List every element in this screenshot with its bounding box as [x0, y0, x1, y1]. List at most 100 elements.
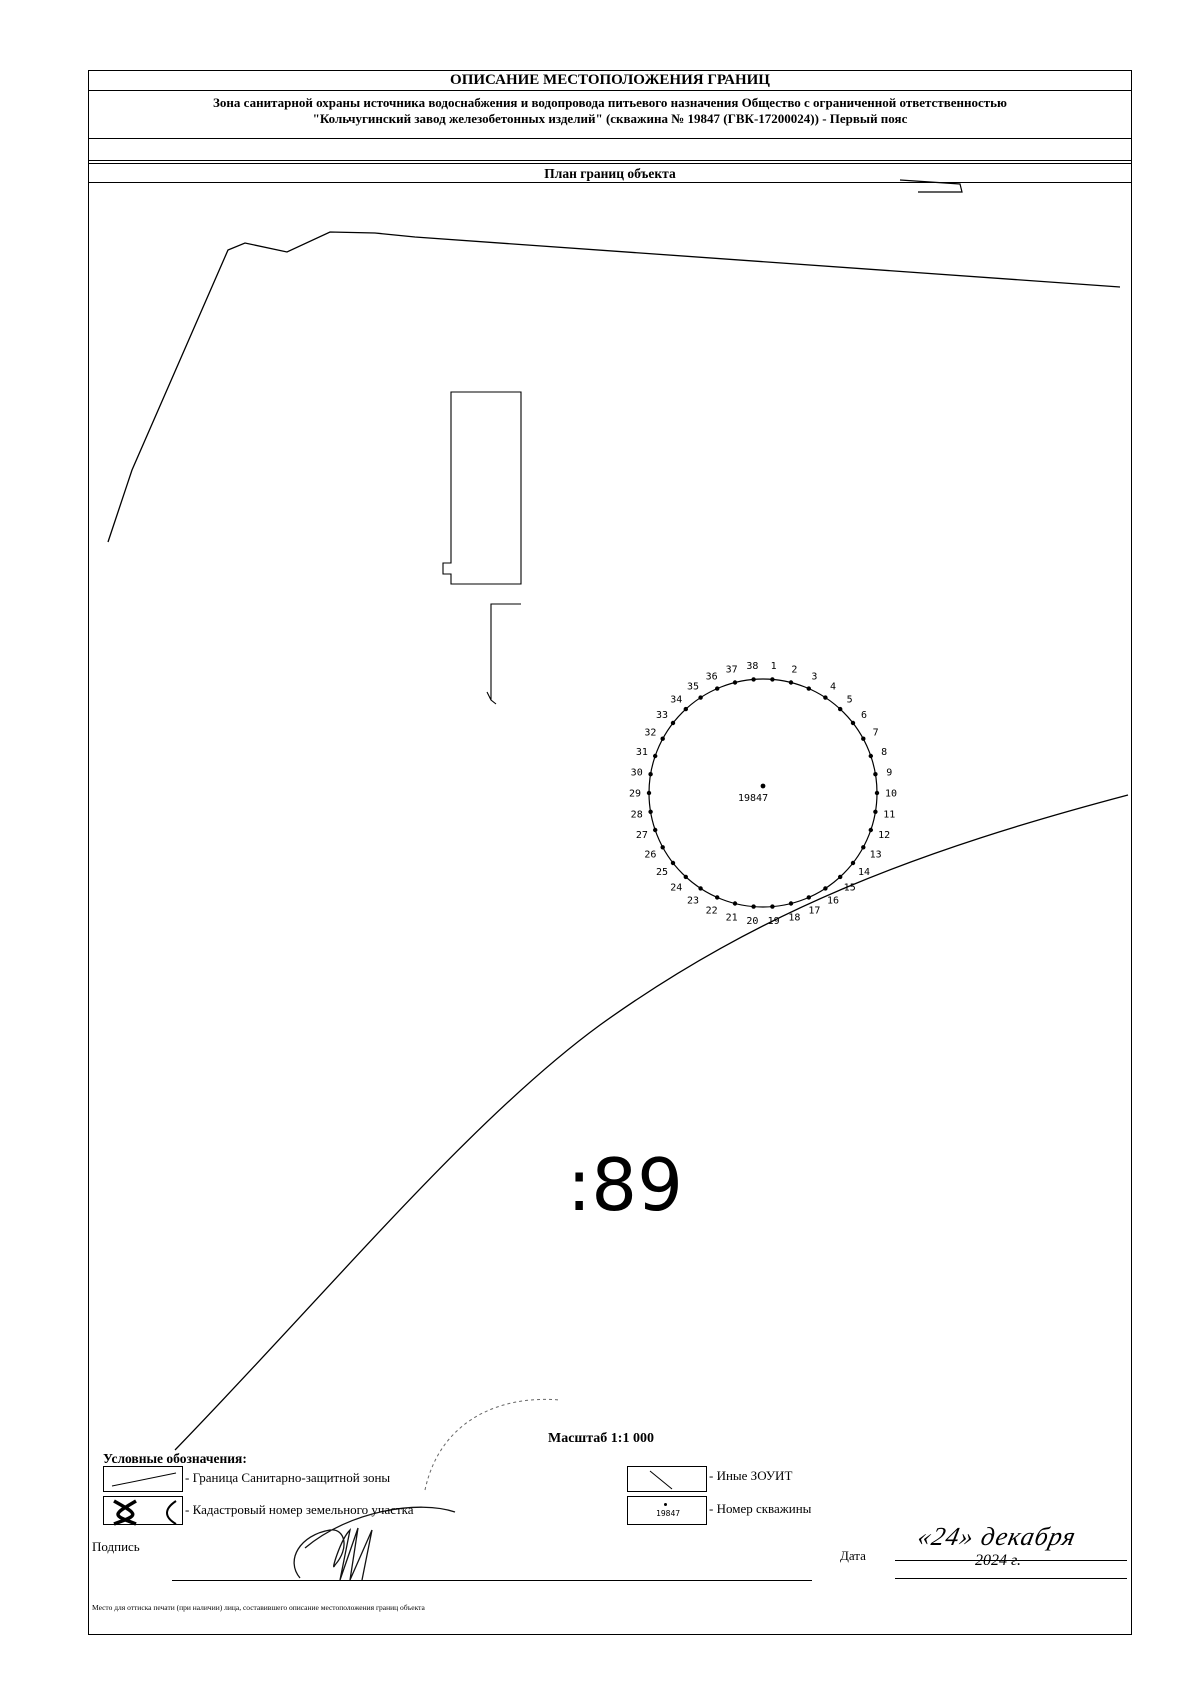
zone-point-marker [698, 886, 703, 891]
legend-cadastral-symbol [103, 1496, 183, 1526]
zone-point-label: 36 [706, 671, 718, 682]
zone-point-label: 5 [847, 694, 853, 705]
stamp-mark [424, 1398, 561, 1491]
zone-point-marker [788, 901, 794, 906]
document-sheet: ОПИСАНИЕ МЕСТОПОЛОЖЕНИЯ ГРАНИЦ Зона сани… [88, 70, 1132, 1635]
handwritten-signature [293, 1506, 456, 1581]
handwritten-date: «24» декабря [915, 1522, 1080, 1551]
zone-point-marker [698, 695, 703, 700]
zone-point-label: 24 [670, 883, 682, 894]
section-title: План границ объекта [89, 163, 1131, 183]
zone-point-label: 6 [861, 710, 867, 721]
zone-point-marker [670, 860, 676, 866]
zone-point-label: 9 [886, 767, 892, 778]
zone-point-marker [683, 874, 688, 880]
legend-other-zones-symbol [627, 1466, 707, 1492]
zone-point-marker [806, 686, 811, 691]
zone-point-label: 30 [631, 767, 643, 778]
zone-point-label: 22 [706, 906, 718, 917]
scale-label: Масштаб 1:1 000 [548, 1431, 654, 1446]
legend-sanitary-zone-label: - Граница Санитарно-защитной зоны [185, 1470, 391, 1485]
document-title: ОПИСАНИЕ МЕСТОПОЛОЖЕНИЯ ГРАНИЦ [89, 71, 1131, 91]
zone-point-marker [873, 772, 878, 777]
zone-point-label: 38 [746, 661, 758, 672]
zone-point-marker [660, 845, 665, 850]
well-dot-icon [664, 1503, 667, 1506]
parcel-cadastral-label: :89 [567, 1143, 683, 1227]
parcel-boundary-corner [899, 179, 963, 193]
zone-point-label: 10 [885, 789, 897, 800]
zone-point-label: 3 [811, 671, 817, 682]
zone-point-label: 13 [870, 849, 882, 860]
legend-well-number-symbol: 19847 [627, 1496, 707, 1525]
zone-point-marker [806, 895, 811, 900]
zone-point-marker [660, 736, 665, 741]
zone-point-marker [670, 720, 676, 726]
building-outline [442, 391, 522, 585]
document-subtitle: Зона санитарной охраны источника водосна… [89, 91, 1131, 139]
zone-point-label: 28 [631, 810, 643, 821]
building-extension [486, 603, 521, 705]
stamp-footnote: Место для оттиска печати (при наличии) л… [92, 1603, 425, 1612]
zone-point-marker [850, 720, 856, 726]
zone-point-marker [861, 736, 866, 741]
subtitle-line-1: Зона санитарной охраны источника водосна… [213, 95, 1007, 110]
subtitle-line-2: "Кольчугинский завод железобетонных изде… [312, 111, 908, 126]
zone-point-marker [868, 753, 873, 759]
zone-point-label: 26 [644, 849, 656, 860]
zone-point-marker [823, 695, 828, 700]
zone-point-marker [838, 706, 843, 712]
zone-point-marker [683, 706, 688, 712]
zone-point-label: 15 [844, 883, 856, 894]
zone-point-marker [715, 686, 720, 691]
zone-point-label: 7 [873, 728, 879, 739]
zone-point-marker [732, 680, 738, 685]
zone-point-label: 23 [687, 896, 699, 907]
well-marker [760, 783, 766, 789]
zone-point-marker [861, 845, 866, 850]
legend-sanitary-zone-symbol [103, 1466, 183, 1492]
zone-point-marker [646, 790, 652, 796]
zone-point-label: 17 [808, 906, 820, 917]
legend-well-number-label: - Номер скважины [709, 1501, 812, 1516]
well-number-label: 19847 [738, 793, 768, 804]
zone-point-label: 12 [878, 830, 890, 841]
zone-point-label: 32 [644, 728, 656, 739]
zone-point-label: 11 [883, 810, 895, 821]
date-line-2 [895, 1578, 1127, 1579]
zone-point-label: 35 [687, 681, 699, 692]
parcel-boundary-top [107, 231, 1121, 543]
legend-title: Условные обозначения: [103, 1451, 247, 1466]
empty-row [89, 139, 1131, 161]
zone-point-marker [868, 827, 873, 833]
zone-point-marker [838, 874, 843, 880]
signature-line [172, 1580, 812, 1581]
zone-point-marker [653, 753, 658, 759]
date-label: Дата [840, 1548, 866, 1563]
zone-point-marker [823, 886, 828, 891]
zone-point-marker [770, 904, 775, 909]
zone-point-label: 33 [656, 710, 668, 721]
zone-point-marker [653, 827, 658, 833]
zone-point-marker [751, 904, 756, 909]
zone-point-label: 8 [881, 747, 887, 758]
zone-point-marker [648, 772, 653, 777]
zone-point-label: 34 [670, 694, 682, 705]
zone-point-label: 16 [827, 896, 839, 907]
zone-point-marker [788, 680, 794, 685]
legend-other-zones-label: - Иные ЗОУИТ [709, 1468, 793, 1483]
zone-point-marker [751, 677, 756, 682]
zone-point-label: 19 [768, 916, 780, 927]
zone-point-label: 14 [858, 867, 870, 878]
zone-point-label: 1 [771, 661, 777, 672]
zone-point-label: 31 [636, 747, 648, 758]
handwritten-year: 2024 г. [975, 1552, 1022, 1569]
zone-point-marker [850, 860, 856, 866]
zone-point-label: 37 [726, 664, 738, 675]
zone-point-label: 20 [746, 916, 758, 927]
zone-boundary-line [174, 794, 1129, 1451]
legend-well-number-sample: 19847 [656, 1509, 681, 1518]
zone-point-marker [715, 895, 720, 900]
signature-label: Подпись [92, 1539, 140, 1554]
